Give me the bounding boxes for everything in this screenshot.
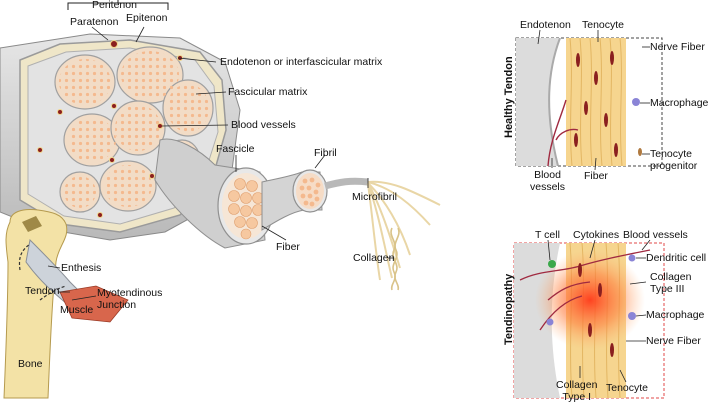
label-microfibril: Microfibril: [352, 191, 397, 203]
healthy-label-endotenon: Endotenon: [520, 19, 571, 31]
healthy-panel-title: Healthy Tendon: [503, 56, 515, 138]
fiber-tube: [261, 169, 328, 231]
label-myotendinous-junction: Myotendinous Junction: [97, 287, 163, 311]
healthy-label-macrophage: Macrophage: [650, 97, 709, 109]
inflammation-glow: [535, 250, 645, 350]
label-endotenon-matrix: Endotenon or interfascicular matrix: [220, 56, 383, 68]
blood-vessel-line: [547, 99, 579, 166]
label-enthesis: Enthesis: [61, 262, 102, 274]
bone-inset: [3, 209, 129, 399]
tendinopathy-label-macrophage: Macrophage: [646, 309, 705, 321]
healthy-label-blood-vessels: Blood vessels: [530, 169, 566, 193]
tendinopathy-panel: [513, 242, 665, 399]
tendinopathy-label-t-cell: T cell: [535, 229, 560, 241]
label-blood-vessels: Blood vessels: [231, 119, 296, 131]
label-fascicle: Fascicle: [216, 143, 255, 155]
leader-lines: [47, 26, 651, 383]
blood-vessel-dot: [157, 123, 163, 129]
tenocyte-cell: [594, 71, 598, 85]
tendinopathy-label-nerve-fiber: Nerve Fiber: [646, 335, 701, 347]
blood-vessel-dot: [111, 103, 117, 109]
tenocyte-cell: [576, 53, 580, 67]
label-bone: Bone: [18, 358, 43, 370]
t-cell: [548, 260, 556, 268]
collagen-helix: [390, 227, 400, 291]
label-fascicular-matrix: Fascicular matrix: [228, 86, 308, 98]
macrophage-cell: [632, 98, 640, 106]
label-fiber: Fiber: [276, 241, 300, 253]
label-epitenon: Epitenon: [126, 12, 168, 24]
macrophage-cell: [546, 318, 554, 326]
microfibril-strand: [324, 177, 369, 190]
healthy-label-fiber: Fiber: [584, 170, 608, 182]
blood-vessel-dot: [149, 173, 155, 179]
blood-vessel-dot: [97, 212, 103, 218]
tendinopathy-label-blood-vessels: Blood vessels: [623, 229, 688, 241]
label-tendon: Tendon: [25, 285, 60, 297]
label-muscle: Muscle: [60, 304, 94, 316]
blood-vessel-dot: [110, 40, 118, 48]
label-fibril: Fibril: [314, 147, 337, 159]
tendinopathy-panel-title: Tendinopathy: [503, 273, 515, 345]
tenocyte-cell: [604, 113, 608, 127]
tenocyte-progenitor-cell: [638, 148, 642, 156]
tendon-cross-section: [0, 33, 241, 241]
healthy-tendon-panel: [515, 37, 663, 167]
tenocyte-cell: [574, 133, 578, 147]
healthy-label-tenocyte: Tenocyte: [582, 19, 625, 31]
tendinopathy-label-collagen-type-i: Collagen Type I: [556, 379, 598, 403]
label-collagen: Collagen: [353, 252, 395, 264]
collagen-strands: [367, 180, 441, 281]
healthy-label-tenocyte-progenitor: Tenocyte progenitor: [650, 148, 698, 172]
tenocyte-cell: [584, 101, 588, 115]
dendritic-cell: [628, 254, 636, 262]
blood-vessel-dot: [57, 109, 63, 115]
fascicle-tube: [154, 138, 275, 249]
tendinopathy-label-cytokines: Cytokines: [573, 229, 620, 241]
macrophage-cell: [628, 312, 636, 320]
tenocyte-cell: [610, 51, 614, 65]
tendinopathy-label-dendritic-cell: Dendritic cell: [646, 252, 707, 264]
label-paratenon: Paratenon: [70, 16, 119, 28]
tenocyte-cell: [614, 143, 618, 157]
healthy-label-nerve-fiber: Nerve Fiber: [650, 41, 705, 53]
blood-vessel-dot: [109, 157, 115, 163]
tendinopathy-label-tenocyte: Tenocyte: [606, 382, 649, 394]
muscle-shape: [59, 285, 129, 323]
blood-vessel-dot: [37, 147, 43, 153]
label-peritenon: Peritenon: [92, 0, 137, 11]
tendinopathy-label-collagen-type-iii: Collagen Type III: [650, 271, 692, 295]
